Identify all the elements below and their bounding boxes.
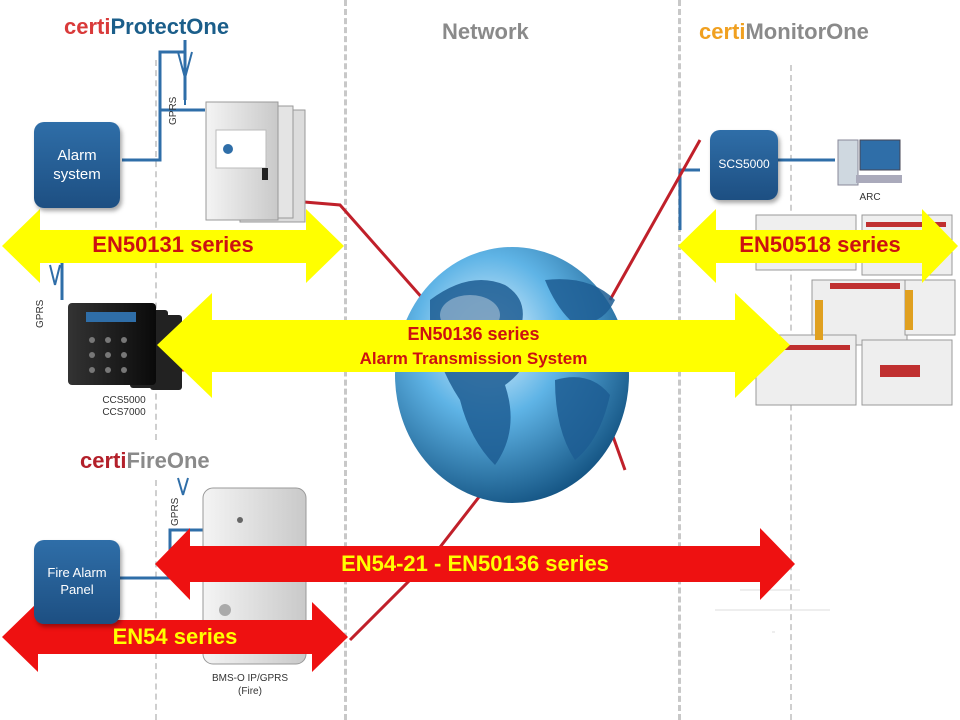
arrow-en50131 [2,209,344,283]
ccs-label-line2: CCS7000 [102,407,146,418]
globe-icon [395,247,629,503]
gprs-label-top: GPRS [168,96,179,125]
heading-network: Network [442,19,529,44]
computer-icon [837,139,902,186]
heading-certifireone: certiFireOne [80,448,210,473]
gprs-communicator-device [205,101,306,223]
label-en50518: EN50518 series [739,232,901,257]
bms-label-line1: BMS-O IP/GPRS [211,673,289,684]
arrow-en54 [2,602,348,672]
arrow-en50518 [678,209,958,283]
label-en50136-line1: EN50136 series [407,324,540,344]
scs5000-box: SCS5000 [710,130,778,200]
gprs-label-middle: GPRS [35,299,46,328]
antenna-icon [49,51,193,496]
heading-certimonitorone: certiMonitorOne [699,19,869,44]
fire-alarm-panel-box: Fire Alarm Panel [34,540,120,624]
arc-label: ARC [859,192,881,203]
separator-fire-inner [155,480,157,720]
keypad-panel-device [68,303,182,390]
gprs-label-bottom: GPRS [170,497,181,526]
alarm-system-box: Alarm system [34,122,120,208]
arrow-en54-21 [155,528,795,600]
bms-label-line2: (Fire) [238,686,262,697]
monitoring-screenshots-lower [715,589,830,633]
heading-certiprotectone: certiProtectOne [64,14,230,39]
label-en50131: EN50131 series [92,232,254,257]
label-en54: EN54 series [112,624,238,649]
label-en54-21: EN54-21 - EN50136 series [341,551,609,576]
arrow-en50136 [157,293,790,398]
ccs-label-line1: CCS5000 [102,395,146,406]
label-en50136-line2: Alarm Transmission System [359,349,588,368]
